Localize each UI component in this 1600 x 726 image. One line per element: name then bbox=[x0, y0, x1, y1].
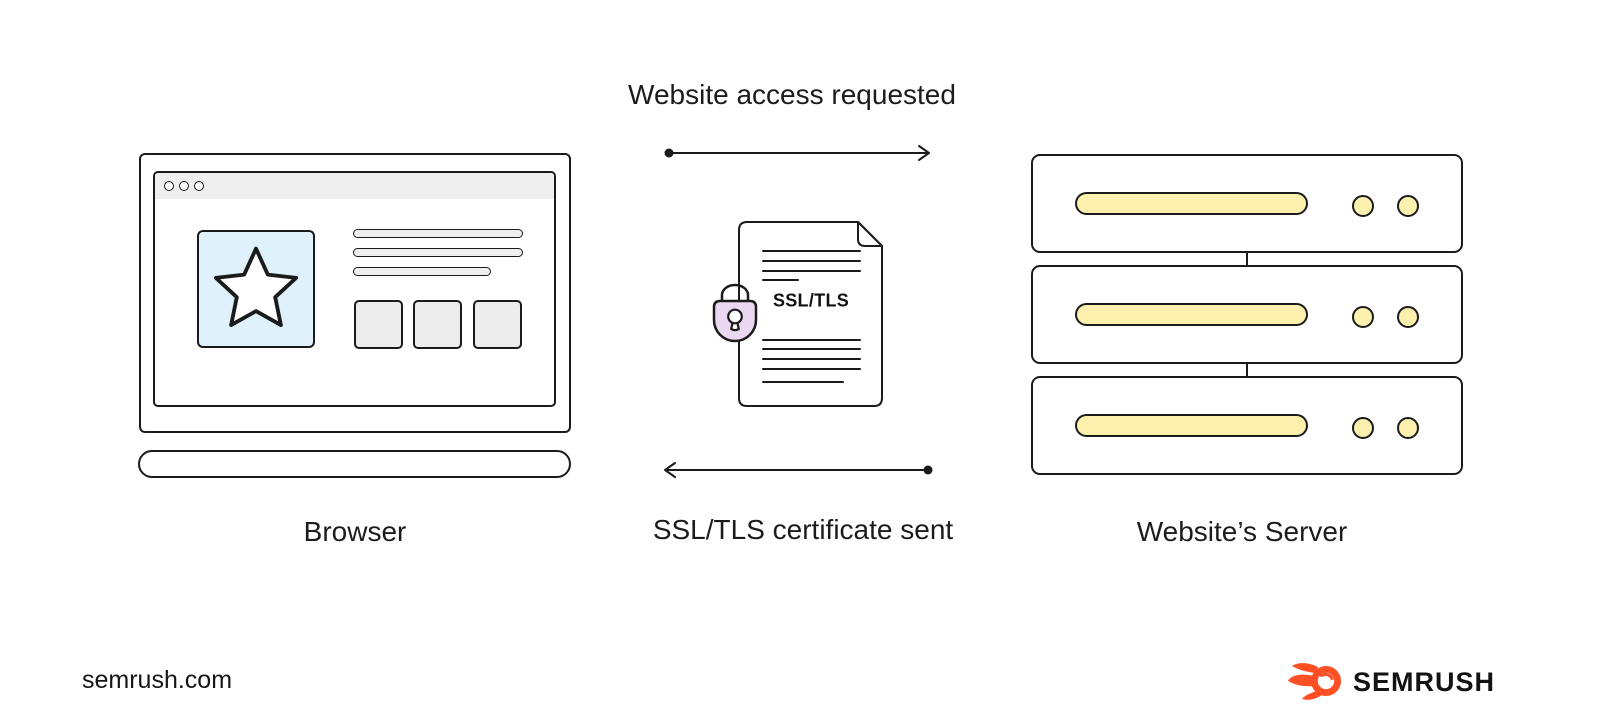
browser-label: Browser bbox=[303, 516, 407, 547]
server-unit bbox=[1031, 376, 1463, 475]
server-connector bbox=[1246, 253, 1248, 265]
server-connector bbox=[1246, 364, 1248, 376]
text-line-placeholder bbox=[353, 229, 523, 238]
server-unit bbox=[1031, 265, 1463, 364]
webpage-image-placeholder bbox=[197, 230, 315, 348]
thumbnail-placeholder bbox=[413, 300, 462, 349]
window-dot-icon bbox=[194, 181, 204, 191]
server-drive-slot bbox=[1075, 414, 1308, 437]
server-light-icon bbox=[1352, 306, 1374, 328]
window-dot-icon bbox=[179, 181, 189, 191]
window-dot-icon bbox=[164, 181, 174, 191]
request-flow-label: Website access requested bbox=[628, 79, 956, 110]
server-label: Website’s Server bbox=[1136, 516, 1348, 547]
arrow-right-icon bbox=[664, 145, 930, 161]
browser-titlebar bbox=[155, 173, 554, 199]
server-unit bbox=[1031, 154, 1463, 253]
server-drive-slot bbox=[1075, 303, 1308, 326]
server-light-icon bbox=[1397, 417, 1419, 439]
certificate-document-icon bbox=[738, 221, 883, 407]
server-light-icon bbox=[1397, 195, 1419, 217]
server-light-icon bbox=[1352, 195, 1374, 217]
server-light-icon bbox=[1397, 306, 1419, 328]
browser-monitor-illustration bbox=[139, 153, 571, 433]
server-light-icon bbox=[1352, 417, 1374, 439]
thumbnail-placeholder bbox=[473, 300, 522, 349]
text-line-placeholder bbox=[353, 248, 523, 257]
thumbnail-placeholder bbox=[354, 300, 403, 349]
browser-window bbox=[153, 171, 556, 407]
server-drive-slot bbox=[1075, 192, 1308, 215]
monitor-stand bbox=[138, 450, 571, 478]
certificate-title: SSL/TLS bbox=[772, 290, 850, 311]
response-flow-label: SSL/TLS certificate sent bbox=[652, 514, 954, 545]
text-line-placeholder bbox=[353, 267, 491, 276]
website-url: semrush.com bbox=[82, 666, 233, 694]
semrush-flame-icon bbox=[1288, 663, 1341, 700]
semrush-logo: SEMRUSH bbox=[1288, 662, 1495, 702]
padlock-icon bbox=[712, 283, 758, 343]
arrow-left-icon bbox=[664, 462, 933, 478]
semrush-wordmark: SEMRUSH bbox=[1353, 666, 1496, 697]
star-icon bbox=[213, 246, 299, 328]
